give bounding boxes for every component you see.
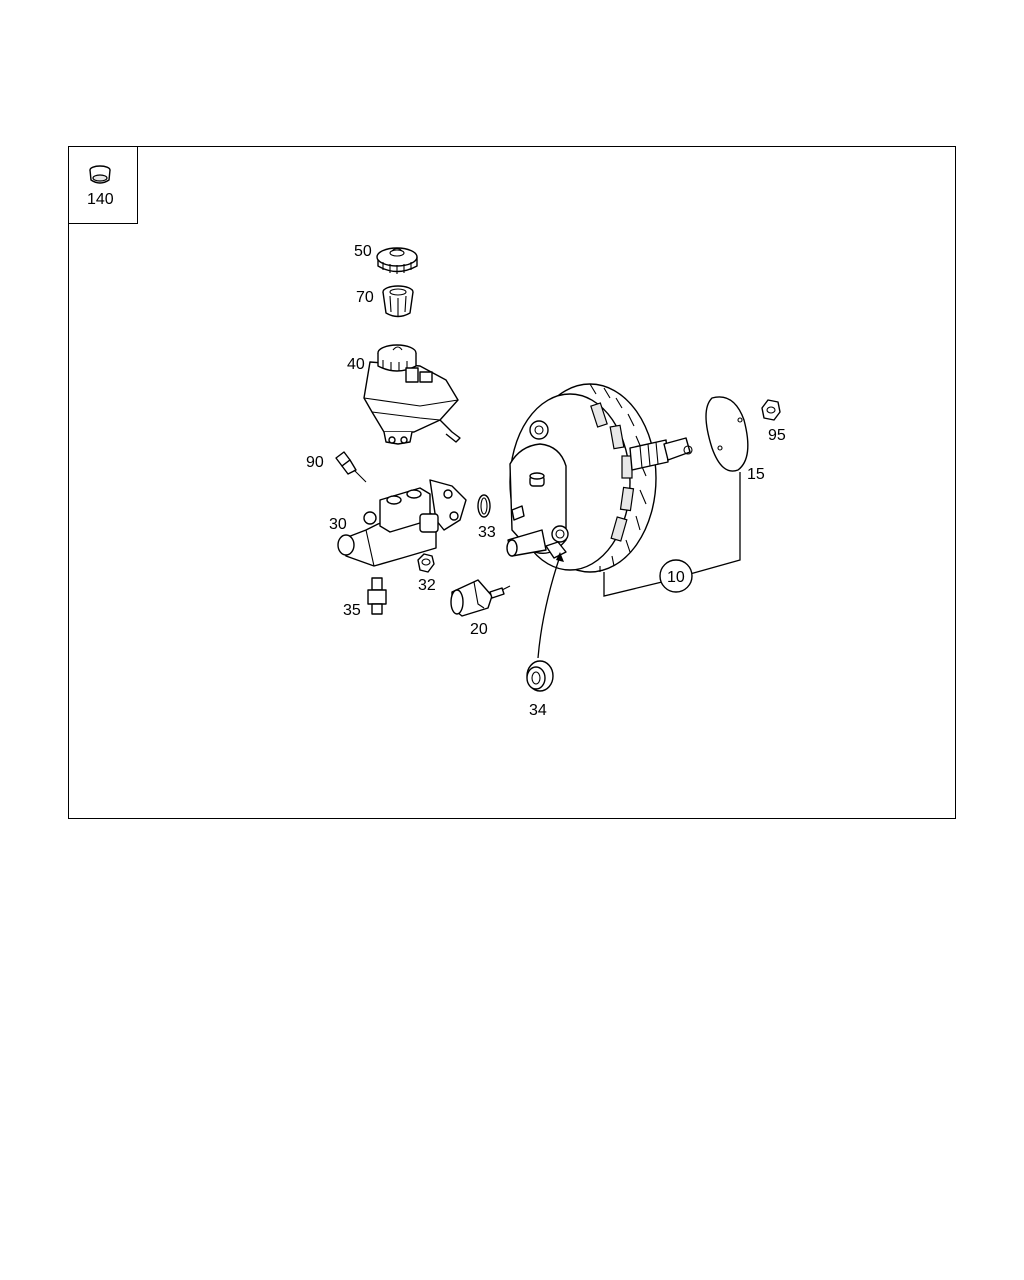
- corner-legend-box: [69, 147, 138, 224]
- part-32-nut[interactable]: [417, 553, 435, 573]
- callout-30: 30: [329, 516, 347, 533]
- callout-20: 20: [470, 621, 488, 638]
- callout-95: 95: [768, 427, 786, 444]
- part-140-bushing[interactable]: [89, 165, 111, 184]
- part-10-brake-booster[interactable]: [506, 383, 693, 573]
- part-90-bleeder-screw[interactable]: [335, 451, 367, 483]
- callout-70: 70: [356, 289, 374, 306]
- callout-40: 40: [347, 356, 365, 373]
- part-35-sensor-plug[interactable]: [367, 577, 387, 615]
- leader-34: [537, 555, 561, 659]
- part-33-o-ring[interactable]: [477, 494, 491, 518]
- callout-15: 15: [747, 466, 765, 483]
- callout-90: 90: [306, 454, 324, 471]
- part-95-nut[interactable]: [761, 399, 781, 421]
- callout-10-circle: [659, 559, 693, 593]
- bracket-10-left: [603, 572, 663, 597]
- part-40-fluid-reservoir[interactable]: [363, 344, 461, 445]
- part-50-reservoir-cap[interactable]: [376, 247, 418, 274]
- part-34-grommet[interactable]: [526, 660, 554, 692]
- callout-140: 140: [87, 191, 114, 208]
- callout-32: 32: [418, 577, 436, 594]
- callout-50: 50: [354, 243, 372, 260]
- bracket-10-right: [689, 472, 741, 575]
- callout-35: 35: [343, 602, 361, 619]
- callout-34: 34: [529, 702, 547, 719]
- part-30-master-cylinder[interactable]: [337, 479, 467, 567]
- callout-33: 33: [478, 524, 496, 541]
- part-20-pressure-switch[interactable]: [450, 579, 511, 617]
- diagram-frame: [68, 146, 956, 819]
- leader-34-arrowhead: [556, 552, 564, 562]
- callout-10: 10: [667, 569, 685, 586]
- part-70-strainer-insert[interactable]: [382, 285, 414, 318]
- part-15-gasket[interactable]: [705, 396, 749, 472]
